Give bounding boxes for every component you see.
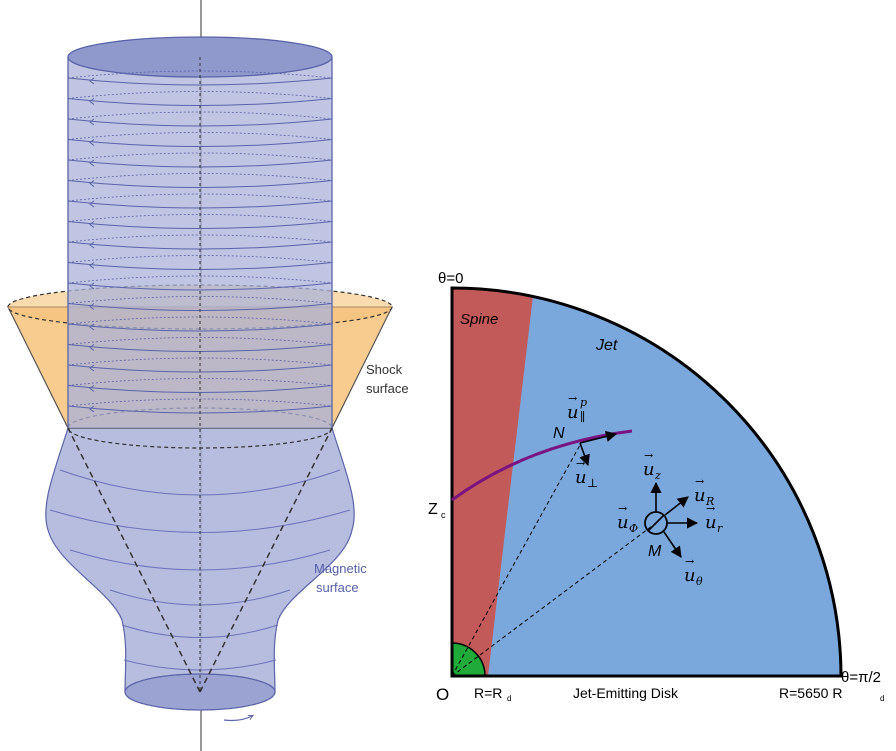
origin-label: O — [436, 685, 449, 704]
u-R-label: u → R — [694, 475, 714, 508]
u-parallel-p-label: u → p ∥ — [567, 392, 587, 424]
u-r-label: u → r — [705, 502, 723, 535]
right-figure-quadrant: θ=0 θ=π/2 Spine Jet Z c O R=R d Jet-Emit… — [428, 270, 884, 704]
vector-u-parallel — [579, 431, 618, 444]
shock-surface-label-2: surface — [366, 381, 409, 396]
spine-region — [452, 287, 533, 676]
helix-arrowhead — [89, 77, 95, 85]
vector-u-perp — [579, 442, 590, 467]
svg-text:→: → — [618, 502, 627, 515]
helix-arrowhead — [89, 200, 95, 208]
shock-surface-label: Shock — [366, 362, 403, 377]
magnetic-surface-label-2: surface — [316, 580, 359, 595]
zc-label: Z — [428, 501, 438, 518]
helix-arrowhead — [89, 282, 95, 290]
r-inner-label: R=R — [474, 685, 502, 701]
svg-text:u: u — [643, 459, 655, 480]
svg-text:→: → — [706, 502, 715, 515]
r-outer-label: R=5650 R — [779, 685, 842, 701]
helix-arrowhead — [89, 385, 95, 392]
zc-subscript: c — [441, 510, 446, 520]
svg-text:u: u — [567, 402, 579, 423]
svg-text:u: u — [684, 565, 696, 586]
u-phi-label: u → Φ — [617, 502, 638, 535]
helix-arrowhead — [89, 364, 95, 372]
vector-u-R — [664, 496, 689, 516]
helix-arrowhead — [89, 159, 95, 167]
dashed-line-to-m — [451, 522, 657, 677]
svg-text:→: → — [695, 475, 704, 488]
u-perp-label: u → ⊥ — [575, 457, 598, 490]
helix-line-back — [67, 193, 333, 202]
theta-half-pi-label: θ=π/2 — [841, 669, 881, 686]
helix-arrowhead — [89, 344, 95, 351]
quadrant-outline — [450, 286, 843, 678]
u-z-label: u → z — [643, 449, 661, 482]
helix-arrowhead — [89, 241, 95, 249]
helix-arrowhead — [89, 323, 95, 331]
spine-label: Spine — [460, 311, 498, 328]
vector-u-theta — [663, 531, 682, 558]
helix-line-back — [67, 275, 333, 284]
helix-arrowhead — [89, 262, 95, 269]
helix-line — [67, 323, 333, 332]
svg-text:r: r — [717, 522, 723, 535]
rotation-arrow — [223, 716, 252, 722]
helix-line-back — [67, 296, 333, 304]
svg-text:u: u — [617, 512, 629, 533]
r-outer-subscript: d — [880, 694, 884, 703]
svg-text:→: → — [576, 457, 585, 470]
magnetic-surface-label: Magnetic — [314, 561, 367, 576]
helix-line-back — [67, 337, 333, 345]
point-m-label: M — [648, 543, 662, 560]
left-figure-jet-cylinder: Shock surface Magnetic surface — [7, 0, 409, 751]
dashed-line-to-n — [451, 444, 581, 677]
svg-text:⊥: ⊥ — [587, 476, 598, 490]
helix-line — [67, 385, 333, 393]
r-inner-subscript: d — [507, 694, 511, 703]
svg-text:u: u — [705, 512, 717, 533]
helix-line — [67, 77, 333, 86]
inner-disk-region — [451, 642, 486, 677]
helix-line — [67, 139, 333, 147]
jet-emitting-disk-label: Jet-Emitting Disk — [573, 685, 679, 701]
helix-line-back — [67, 132, 333, 140]
helix-arrowhead — [89, 221, 95, 228]
helix-line-back — [67, 378, 333, 386]
helix-arrowhead — [89, 139, 95, 146]
helix-line — [67, 241, 333, 250]
jet-label: Jet — [595, 337, 618, 354]
helix-arrowhead — [89, 303, 95, 310]
cone-dashed-right — [199, 427, 333, 693]
svg-text:z: z — [654, 469, 661, 482]
helix-line — [67, 180, 333, 188]
svg-text:→: → — [685, 555, 694, 568]
helix-line-back — [67, 91, 333, 99]
helix-line — [67, 282, 333, 291]
svg-text:u: u — [694, 485, 706, 506]
cone-dashed-left — [67, 427, 201, 693]
svg-text:R: R — [705, 495, 714, 508]
helix-arrowhead — [89, 405, 95, 413]
u-theta-label: u → θ — [684, 555, 703, 588]
svg-text:Φ: Φ — [629, 522, 638, 535]
svg-text:θ: θ — [696, 575, 703, 588]
helix-arrowhead — [89, 118, 95, 126]
point-n-label: N — [553, 425, 565, 442]
svg-text:→: → — [644, 449, 653, 462]
helix-arrowhead — [89, 98, 95, 105]
svg-text:p: p — [580, 396, 587, 409]
helix-arrowhead — [89, 180, 95, 187]
svg-text:→: → — [568, 392, 577, 405]
jet-region — [452, 288, 841, 676]
theta-zero-label: θ=0 — [438, 270, 463, 287]
helix-line — [67, 221, 333, 229]
svg-text:u: u — [575, 467, 587, 488]
svg-text:∥: ∥ — [580, 410, 586, 424]
helix-line-back — [67, 234, 333, 243]
